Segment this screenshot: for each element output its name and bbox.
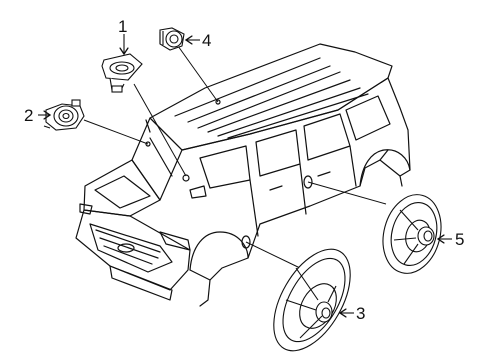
leader-line-3 bbox=[245, 241, 301, 269]
callout-labels: 1 2 3 4 5 bbox=[24, 17, 464, 323]
leader-line-4 bbox=[177, 45, 219, 103]
leader-line-2 bbox=[83, 119, 149, 145]
callout-2: 2 bbox=[24, 106, 33, 125]
vehicle-body bbox=[75, 43, 411, 307]
roof-speaker-4 bbox=[159, 27, 185, 51]
door-speaker-3 bbox=[273, 248, 351, 352]
leader-lines bbox=[83, 45, 387, 269]
door-speaker-5 bbox=[382, 194, 442, 274]
callout-3: 3 bbox=[356, 304, 365, 323]
callout-5: 5 bbox=[455, 230, 464, 249]
callout-1: 1 bbox=[118, 17, 127, 36]
leader-line-1 bbox=[133, 83, 187, 177]
leader-line-5 bbox=[307, 181, 387, 205]
tweeter-speaker-2 bbox=[43, 99, 85, 131]
tweeter-speaker-1 bbox=[101, 53, 143, 93]
callout-4: 4 bbox=[202, 31, 211, 50]
callout-arrows bbox=[38, 34, 452, 313]
